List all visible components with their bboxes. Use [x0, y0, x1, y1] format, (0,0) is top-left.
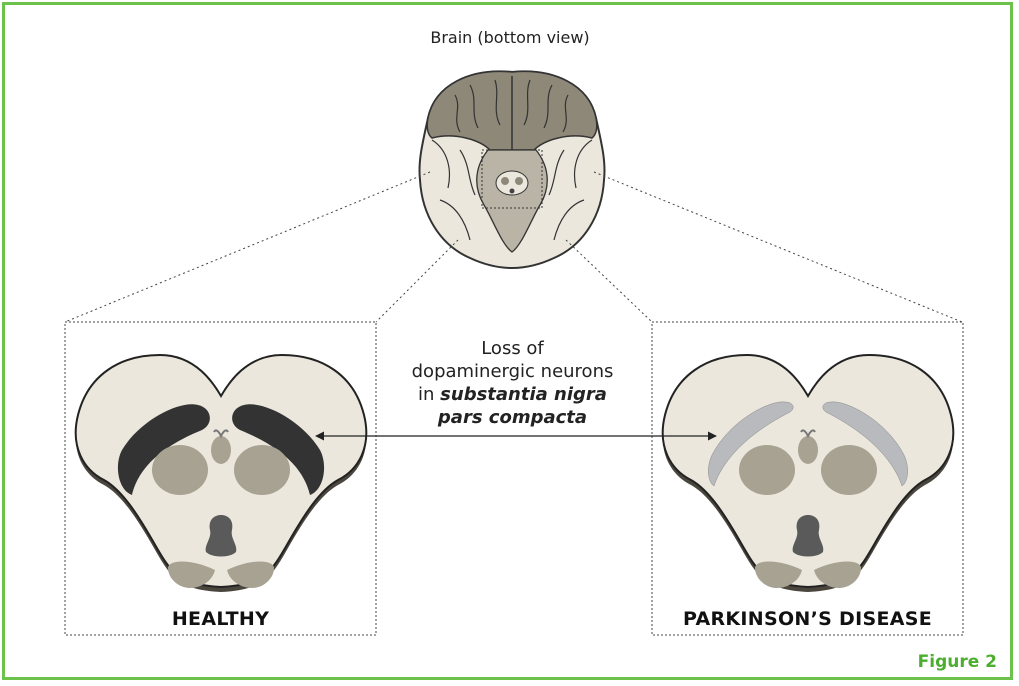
annotation-line-3: in substantia nigra — [375, 383, 650, 406]
annotation-emphasis-1: substantia nigra — [440, 384, 607, 405]
figure-label: Figure 2 — [918, 652, 997, 672]
center-annotation: Loss of dopaminergic neurons in substant… — [375, 337, 650, 429]
annotation-line-2: dopaminergic neurons — [375, 360, 650, 383]
annotation-emphasis-2: pars compacta — [438, 407, 587, 428]
diagram-title: Brain (bottom view) — [370, 28, 650, 47]
healthy-midbrain-section — [76, 355, 367, 592]
healthy-label: HEALTHY — [65, 608, 376, 630]
parkinsons-label: PARKINSON’S DISEASE — [652, 608, 963, 630]
annotation-line-1: Loss of — [375, 337, 650, 360]
brain-bottom-view — [419, 71, 604, 268]
annotation-line-3-prefix: in — [418, 384, 440, 405]
parkinsons-midbrain-section — [663, 355, 954, 592]
annotation-line-4: pars compacta — [375, 406, 650, 429]
